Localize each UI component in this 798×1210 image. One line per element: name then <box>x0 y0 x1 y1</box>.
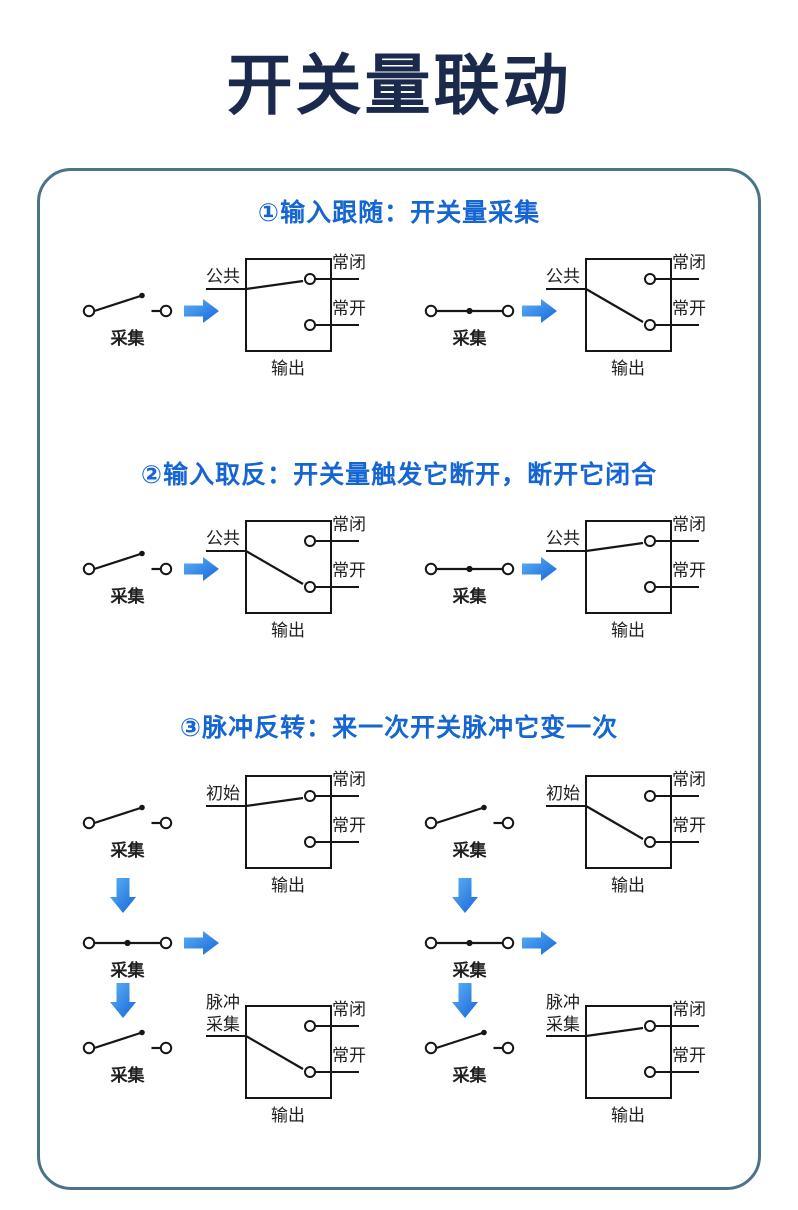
switch-open-icon <box>80 283 175 323</box>
switch-open-icon <box>80 1020 175 1060</box>
svg-text:输出: 输出 <box>271 876 305 895</box>
svg-text:常开: 常开 <box>332 299 366 318</box>
svg-text:采集: 采集 <box>546 1015 580 1034</box>
svg-text:输出: 输出 <box>611 1106 645 1125</box>
svg-text:公共: 公共 <box>206 529 240 548</box>
svg-text:常开: 常开 <box>672 299 706 318</box>
input-switch: 采集 <box>422 541 517 607</box>
down-arrow-icon <box>108 983 138 1019</box>
svg-text:常闭: 常闭 <box>672 1000 706 1019</box>
switch-label: 采集 <box>452 1066 487 1085</box>
down-arrow-icon <box>450 983 480 1019</box>
input-switch: 采集 <box>422 283 517 349</box>
diagram-panel: ①输入跟随：开关量采集 采集 公共 常闭 常开 输出 <box>37 168 761 1190</box>
flow-arrow-icon <box>184 298 220 324</box>
flow-arrow-icon <box>522 556 558 582</box>
section-3-heading: ③脉冲反转：来一次开关脉冲它变一次 <box>179 714 619 742</box>
relay-diagram: 脉冲 采集 常闭 常开 输出 <box>196 988 376 1133</box>
svg-text:输出: 输出 <box>611 876 645 895</box>
page-title: 开关量联动 <box>226 48 572 122</box>
svg-text:输出: 输出 <box>271 621 305 640</box>
switch-open-icon <box>422 1020 517 1060</box>
input-switch: 采集 <box>80 541 175 607</box>
switch-label: 采集 <box>110 961 145 980</box>
svg-text:常闭: 常闭 <box>672 770 706 789</box>
svg-text:输出: 输出 <box>271 1106 305 1125</box>
input-switch: 采集 <box>422 795 517 861</box>
svg-text:采集: 采集 <box>206 1015 240 1034</box>
svg-text:输出: 输出 <box>611 621 645 640</box>
switch-label: 采集 <box>110 329 145 348</box>
svg-text:输出: 输出 <box>611 359 645 378</box>
relay-diagram: 公共 常闭 常开 输出 <box>536 241 716 386</box>
svg-text:常闭: 常闭 <box>332 253 366 272</box>
flow-arrow-icon <box>522 930 558 956</box>
svg-text:常闭: 常闭 <box>672 253 706 272</box>
switch-open-icon <box>80 541 175 581</box>
svg-text:常开: 常开 <box>332 816 366 835</box>
relay-diagram: 公共 常闭 常开 输出 <box>196 241 376 386</box>
switch-label: 采集 <box>110 1066 145 1085</box>
svg-text:初始: 初始 <box>206 784 240 803</box>
input-switch: 采集 <box>80 1020 175 1086</box>
switch-closed-icon <box>80 915 175 955</box>
section-1-heading: ①输入跟随：开关量采集 <box>257 199 541 227</box>
input-switch: 采集 <box>422 1020 517 1086</box>
svg-text:公共: 公共 <box>546 529 580 548</box>
svg-text:常闭: 常闭 <box>332 1000 366 1019</box>
svg-text:脉冲: 脉冲 <box>206 993 240 1012</box>
relay-diagram: 公共 常闭 常开 输出 <box>536 503 716 648</box>
svg-text:初始: 初始 <box>546 784 580 803</box>
svg-text:常开: 常开 <box>672 561 706 580</box>
switch-open-icon <box>422 795 517 835</box>
switch-label: 采集 <box>452 329 487 348</box>
svg-text:公共: 公共 <box>206 267 240 286</box>
section-2-heading: ②输入取反：开关量触发它断开，断开它闭合 <box>140 461 658 489</box>
input-switch: 采集 <box>80 795 175 861</box>
switch-label: 采集 <box>452 587 487 606</box>
switch-label: 采集 <box>110 587 145 606</box>
svg-text:输出: 输出 <box>271 359 305 378</box>
svg-text:公共: 公共 <box>546 267 580 286</box>
input-switch: 采集 <box>80 915 175 981</box>
switch-open-icon <box>80 795 175 835</box>
svg-text:脉冲: 脉冲 <box>546 993 580 1012</box>
relay-diagram: 脉冲 采集 常闭 常开 输出 <box>536 988 716 1133</box>
svg-text:常闭: 常闭 <box>672 515 706 534</box>
relay-diagram: 初始 常闭 常开 输出 <box>196 758 376 903</box>
relay-diagram: 公共 常闭 常开 输出 <box>196 503 376 648</box>
switch-closed-icon <box>422 915 517 955</box>
svg-text:常闭: 常闭 <box>332 770 366 789</box>
switch-label: 采集 <box>452 961 487 980</box>
svg-text:常闭: 常闭 <box>332 515 366 534</box>
down-arrow-icon <box>450 878 480 914</box>
svg-text:常开: 常开 <box>332 1046 366 1065</box>
flow-arrow-icon <box>184 930 220 956</box>
switch-closed-icon <box>422 283 517 323</box>
switch-closed-icon <box>422 541 517 581</box>
switch-label: 采集 <box>110 841 145 860</box>
input-switch: 采集 <box>80 283 175 349</box>
flow-arrow-icon <box>184 556 220 582</box>
switch-label: 采集 <box>452 841 487 860</box>
down-arrow-icon <box>108 878 138 914</box>
flow-arrow-icon <box>522 298 558 324</box>
input-switch: 采集 <box>422 915 517 981</box>
svg-text:常开: 常开 <box>332 561 366 580</box>
svg-text:常开: 常开 <box>672 816 706 835</box>
svg-text:常开: 常开 <box>672 1046 706 1065</box>
relay-diagram: 初始 常闭 常开 输出 <box>536 758 716 903</box>
